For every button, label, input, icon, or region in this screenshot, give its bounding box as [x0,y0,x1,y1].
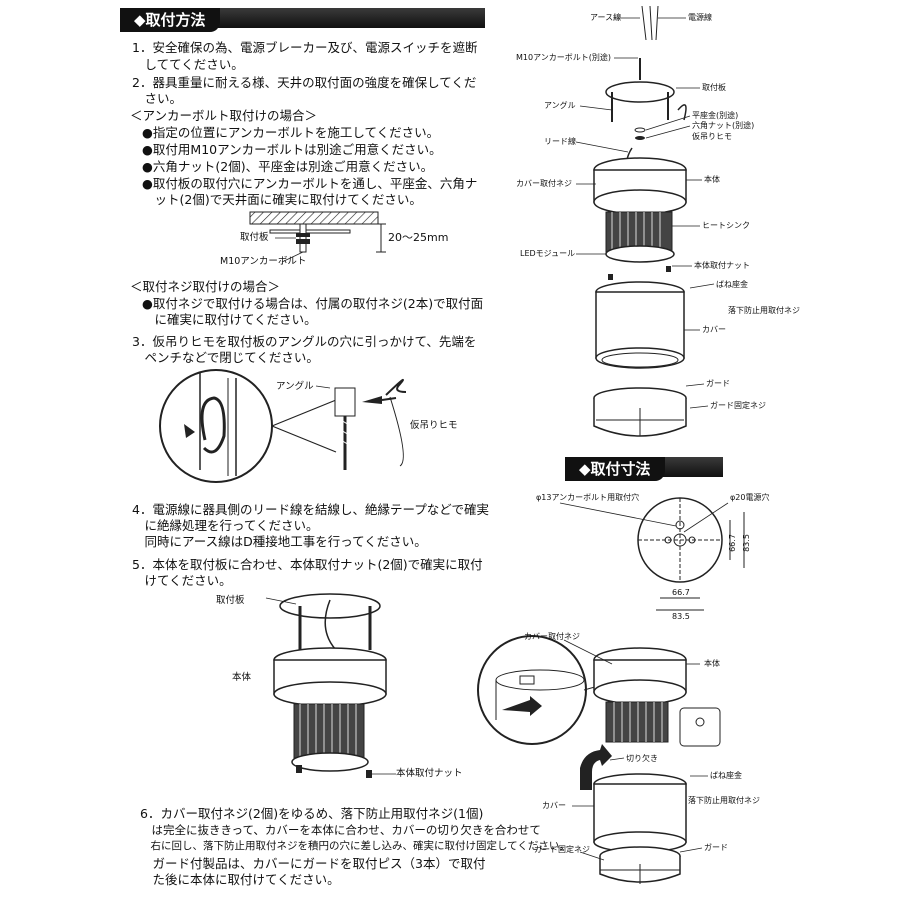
guard-label: ガード [706,379,730,388]
dim-vertical-outer: 83.5 [741,534,751,552]
body-label: 本体 [704,175,720,184]
fig3-nut-label: 本体取付ナット [396,768,463,779]
power-hole-label: φ20電源穴 [730,493,770,502]
step-6-line-3: 右に回し、落下防止用取付ネジを積円の穴に差し込み、確実に取付け固定してください。 [140,840,570,852]
dim-horizontal-inner: 66.7 [672,588,690,597]
fig2-angle-label: アングル [276,381,314,392]
section-header-installation: ◆取付方法 [120,8,485,32]
washer-label: 平座金(別途) [692,111,739,120]
anchor-note-2: ●取付用M10アンカーボルトは別途ご用意ください。 [142,142,442,157]
step-6-line-5: た後に本体に取付けてください。 [140,872,340,887]
cover-screw-label: カバー取付ネジ [516,179,572,188]
anchor-note-4-line-2: ット(2個)で天井面に確実に取付けてください。 [142,192,422,207]
dim-horizontal-outer: 83.5 [672,612,690,621]
notch-label: 切り欠き [626,754,658,763]
mounting-plate-label: 取付板 [702,83,726,92]
body-nut-label: 本体取付ナット [694,261,750,270]
fig1-bolt-label: M10アンカーボルト [220,256,307,267]
step-3-line-1: 3．仮吊りヒモを取付板のアングルの穴に引っかけて、先端を [132,334,477,349]
anchor-hole-label: φ13アンカーボルト用取付穴 [536,493,640,502]
fig2-string-label: 仮吊りヒモ [410,420,458,431]
led-module-label: LEDモジュール [520,249,576,258]
fig3-body-label: 本体 [232,672,252,683]
screw-note-line-1: ●取付ネジで取付ける場合は、付属の取付ネジ(2本)で取付面 [142,296,484,311]
header-title: ◆取付方法 [120,8,220,32]
fig3-plate-label: 取付板 [216,595,245,606]
temp-string-label: 仮吊りヒモ [692,132,732,141]
step-5-line-2: けてください。 [132,573,232,588]
cover-label: カバー [702,325,726,334]
assy-body-label: 本体 [704,659,720,668]
heatsink-label: ヒートシンク [702,221,750,230]
anchor-note-3: ●六角ナット(2個)、平座金は別途ご用意ください。 [142,159,434,174]
step-5-line-1: 5．本体を取付板に合わせ、本体取付ナット(2個)で確実に取付 [132,557,483,572]
step-4-line-1: 4．電源線に器具側のリード線を結線し、絶縁テープなどで確実 [132,502,489,517]
assy-spring-washer-label: ばね座金 [710,771,742,780]
step-1-line-2: しててください。 [132,57,244,72]
assy-fall-screw-label: 落下防止用取付ネジ [688,796,760,805]
anchor-bolt-label: M10アンカーボルト(別途) [516,53,612,62]
spring-washer-label: ばね座金 [716,280,748,289]
anchor-case-title: ＜アンカーボルト取付けの場合＞ [130,108,318,123]
step-6-line-4: ガード付製品は、カバーにガードを取付ピス（3本）で取付 [140,856,486,871]
screw-note-line-2: に確実に取付けてください。 [142,312,317,327]
screw-case-title: ＜取付ネジ取付けの場合＞ [130,279,281,294]
step-2-line-1: 2．器具重量に耐える様、天井の取付面の強度を確保してくだ [132,75,477,90]
hex-nut-label: 六角ナット(別途) [692,121,755,130]
assy-guard-label: ガード [704,843,728,852]
step-2-line-2: さい。 [132,91,183,106]
dim-vertical-inner: 66.7 [727,534,737,552]
angle-label: アングル [544,101,576,110]
step-4-line-3: 同時にアース線はD種接地工事を行ってください。 [132,534,427,549]
earth-wire-label: アース線 [590,13,622,22]
lead-wire-label: リード線 [544,137,576,146]
step-1-line-1: 1．安全確保の為、電源ブレーカー及び、電源スイッチを遮断 [132,40,478,55]
anchor-note-4-line-1: ●取付板の取付穴にアンカーボルトを通し、平座金、六角ナ [142,176,478,191]
assy-cover-screw-label: カバー取付ネジ [524,632,580,641]
assy-cover-label: カバー [542,801,566,810]
power-wire-label: 電源線 [688,13,712,22]
anchor-note-1: ●指定の位置にアンカーボルトを施工してください。 [142,125,440,140]
step-6-line-2: は完全に抜ききって、カバーを本体に合わせ、カバーの切り欠きを合わせて [140,823,541,837]
fig1-dim-label: 20～25mm [388,231,449,244]
guard-screw-label: ガード固定ネジ [710,401,766,410]
step-6-line-1: 6．カバー取付ネジ(2個)をゆるめ、落下防止用取付ネジ(1個) [140,806,484,821]
section-header-dimensions: ◆取付寸法 [565,457,723,481]
assy-guard-screw-label: ガード固定ネジ [534,845,590,854]
fall-prevention-screw-label: 落下防止用取付ネジ [728,306,800,315]
step-3-line-2: ペンチなどで閉じてください。 [132,350,319,365]
header-title: ◆取付寸法 [565,457,665,481]
fig1-plate-label: 取付板 [240,232,269,243]
step-4-line-2: に絶縁処理を行ってください。 [132,518,319,533]
